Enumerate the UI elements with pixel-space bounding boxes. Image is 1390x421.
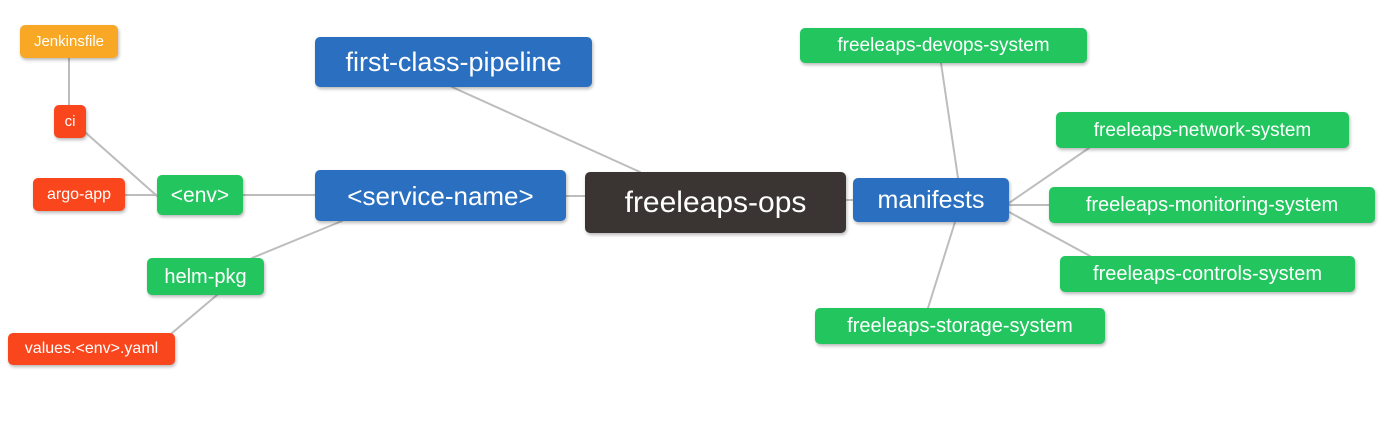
node-service-name[interactable]: <service-name> [315, 170, 566, 221]
node-manifests[interactable]: manifests [853, 178, 1009, 222]
node-env[interactable]: <env> [157, 175, 243, 215]
edge-values-yaml-to-helm-pkg [171, 294, 218, 334]
edge-helm-pkg-to-service-name [251, 220, 343, 259]
node-freeleaps-storage-system[interactable]: freeleaps-storage-system [815, 308, 1105, 344]
node-helm-pkg[interactable]: helm-pkg [147, 258, 264, 295]
node-argo-app[interactable]: argo-app [33, 178, 125, 211]
node-freeleaps-controls-system[interactable]: freeleaps-controls-system [1060, 256, 1355, 292]
node-first-class-pipeline[interactable]: first-class-pipeline [315, 37, 592, 87]
node-jenkinsfile[interactable]: Jenkinsfile [20, 25, 118, 58]
node-ci[interactable]: ci [54, 105, 86, 138]
node-freeleaps-network-system[interactable]: freeleaps-network-system [1056, 112, 1349, 148]
edge-freeleaps-devops-system-to-manifests [940, 62, 959, 179]
edge-manifests-to-freeleaps-storage-system [927, 221, 956, 309]
node-freeleaps-monitoring-system[interactable]: freeleaps-monitoring-system [1049, 187, 1375, 223]
edge-first-class-pipeline-to-freeleaps-ops [451, 86, 641, 173]
node-freeleaps-ops[interactable]: freeleaps-ops [585, 172, 846, 233]
node-freeleaps-devops-system[interactable]: freeleaps-devops-system [800, 28, 1087, 63]
node-values-yaml[interactable]: values.<env>.yaml [8, 333, 175, 365]
